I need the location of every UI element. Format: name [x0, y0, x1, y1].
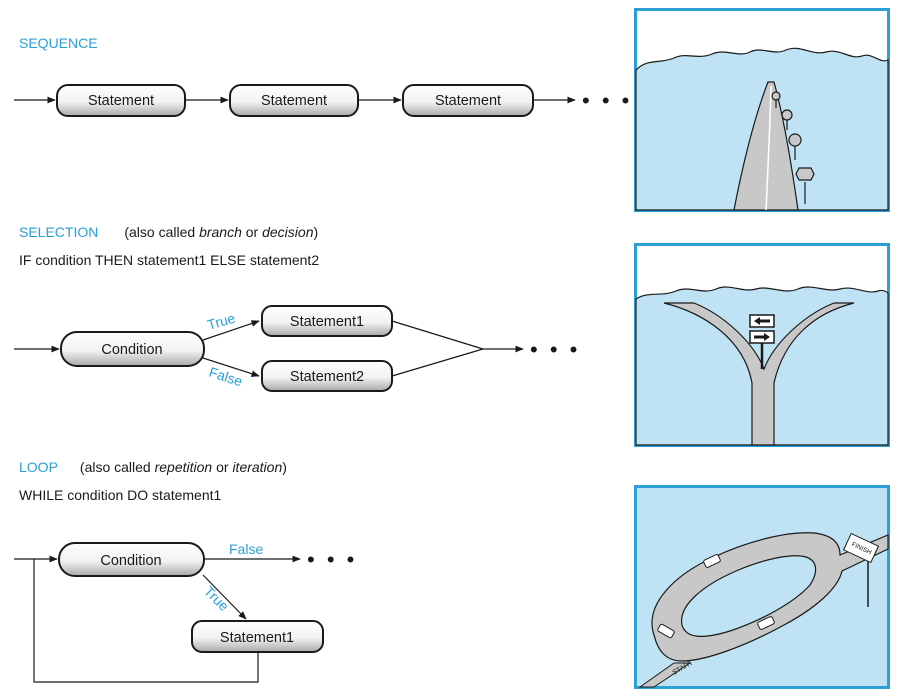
selection-note-mid: or: [241, 224, 263, 240]
selection-false-arrow: [202, 357, 260, 377]
selection-true-label: True: [205, 310, 237, 333]
sequence-node-3: Statement: [402, 84, 534, 117]
selection-statement2-label: Statement2: [290, 369, 364, 385]
selection-condition-node: Condition: [60, 331, 205, 367]
loop-continuation: • • •: [307, 547, 357, 572]
selection-true-arrow: [202, 320, 260, 341]
loop-condition-label: Condition: [100, 553, 161, 569]
loop-note-mid: or: [212, 459, 233, 475]
loop-true-arrow: [202, 574, 247, 620]
cars: [657, 554, 775, 639]
road-center-line: [765, 85, 772, 211]
selection-statement1-node: Statement1: [261, 305, 393, 337]
selection-condition-label: Condition: [101, 342, 162, 358]
selection-note-term1: branch: [199, 224, 242, 240]
loop-illustration: FINISH START: [634, 485, 890, 689]
selection-false-label: False: [207, 364, 245, 390]
sequence-node-1-label: Statement: [88, 93, 154, 109]
sequence-node-3-label: Statement: [435, 93, 501, 109]
selection-statement2-node: Statement2: [261, 360, 393, 392]
sequence-header: SEQUENCE: [19, 35, 98, 51]
flow-diagrams: Statement Statement Statement • • • Cond…: [14, 84, 630, 683]
loop-statement1-node: Statement1: [191, 620, 324, 653]
loop-note-term1: repetition: [154, 459, 213, 475]
selection-header: SELECTION: [19, 224, 99, 240]
loop-title-line: LOOP (also called repetition or iteration…: [19, 459, 287, 475]
selection-flow: Condition True False Statement1 Statemen…: [14, 305, 580, 392]
selection-merge-line-1: [391, 320, 484, 350]
selection-statement1-label: Statement1: [290, 314, 364, 330]
selection-merge-line-2: [391, 348, 484, 377]
right-arrow-icon: [754, 333, 770, 341]
sequence-continuation: • • •: [582, 88, 630, 113]
selection-syntax: IF condition THEN statement1 ELSE statem…: [19, 252, 320, 268]
loop-true-label: True: [201, 583, 232, 614]
selection-note-suffix: ): [313, 224, 319, 240]
loop-statement1-label: Statement1: [220, 630, 294, 646]
finish-sign: [842, 532, 880, 564]
loop-syntax: WHILE condition DO statement1: [19, 487, 222, 503]
track-infield: [681, 555, 817, 637]
sequence-flow: Statement Statement Statement • • •: [14, 84, 630, 117]
sequence-node-2: Statement: [229, 84, 359, 117]
selection-note-term2: decision: [262, 224, 314, 240]
loop-false-label: False: [229, 541, 263, 557]
selection-continuation: • • •: [530, 337, 580, 362]
left-arrow-icon: [754, 317, 770, 325]
loop-flow: Condition False • • • True Statement1: [14, 541, 357, 683]
loop-back-line: [33, 559, 259, 683]
start-road: [638, 662, 692, 688]
loop-condition-node: Condition: [58, 542, 205, 577]
loop-note-suffix: ): [282, 459, 287, 475]
selection-note-prefix: (also called: [124, 224, 200, 240]
sequence-illustration: [634, 8, 890, 212]
road-sign-posts: [771, 91, 815, 204]
loop-header: LOOP: [19, 459, 58, 475]
sequence-node-1: Statement: [56, 84, 186, 117]
loop-note-prefix: (also called: [79, 459, 155, 475]
loop-note-term2: iteration: [232, 459, 283, 475]
road: [733, 81, 799, 211]
sequence-node-2-label: Statement: [261, 93, 327, 109]
forked-road: [663, 302, 855, 446]
selection-title-line: SELECTION (also called branch or decision…: [19, 224, 318, 240]
selection-illustration: [634, 243, 890, 447]
